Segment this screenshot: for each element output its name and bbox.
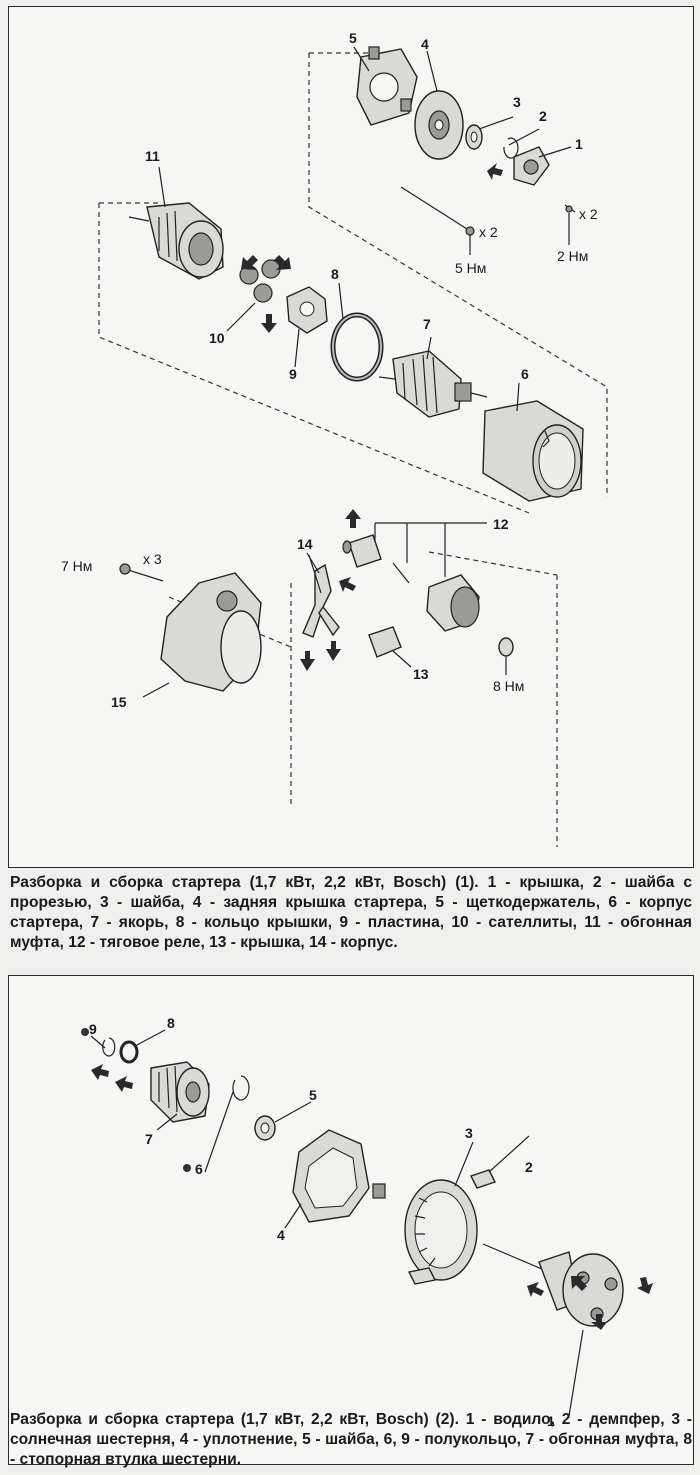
fig2-overrunning-clutch-part (150, 1061, 210, 1123)
fig2-label-4: 4 (277, 1227, 285, 1243)
fig1-label-3: 3 (513, 94, 521, 110)
seal-part (292, 1129, 370, 1223)
qty-mount-bolts: x 3 (143, 551, 162, 567)
fig1-label-11: 11 (145, 148, 160, 164)
figure-1-drawing: 5 4 3 2 1 11 8 7 6 10 9 12 14 13 15 x 2 … (61, 30, 608, 847)
fig1-label-13: 13 (413, 666, 429, 682)
figure-1-caption: Разборка и сборка стартера (1,7 кВт, 2,2… (10, 874, 692, 951)
fig2-label-2: 2 (525, 1159, 533, 1175)
fig2-label-1: 1 (547, 1413, 555, 1429)
figure-2-caption: Разборка и сборка стартера (1,7 кВт, 2,2… (10, 1411, 692, 1468)
fig1-label-7: 7 (423, 316, 431, 332)
torque-8nm: 8 Нм (493, 678, 524, 694)
figure-2-panel: 9 8 7 6 5 4 3 2 1 (8, 975, 694, 1465)
fig1-label-14: 14 (297, 536, 313, 552)
fig1-label-12: 12 (493, 516, 509, 532)
fig1-label-15: 15 (111, 694, 127, 710)
rear-cover-part (414, 90, 464, 160)
fork-part (302, 554, 340, 638)
figure-2-caption-block: Разборка и сборка стартера (1,7 кВт, 2,2… (10, 1410, 692, 1470)
small-cap-part (368, 626, 402, 658)
torque-5nm: 5 Нм (455, 260, 486, 276)
cover-ring-part (330, 312, 384, 382)
fig1-label-2: 2 (539, 108, 547, 124)
armature-part (378, 350, 488, 418)
fig2-label-8: 8 (167, 1015, 175, 1031)
fig2-label-6: 6 (195, 1161, 203, 1177)
plate-part (286, 286, 328, 334)
figure-2-drawing: 9 8 7 6 5 4 3 2 1 (81, 1015, 653, 1429)
drive-housing-part (160, 572, 262, 692)
qty-bolts: x 2 (579, 206, 598, 222)
figure-1-panel: 5 4 3 2 1 11 8 7 6 10 9 12 14 13 15 x 2 … (8, 6, 694, 868)
brush-holder-part (356, 46, 418, 126)
qty-cover-screws: x 2 (479, 224, 498, 240)
fig1-label-4: 4 (421, 36, 429, 52)
fig2-label-7: 7 (145, 1131, 153, 1147)
fig1-label-1: 1 (575, 136, 583, 152)
fig1-label-6: 6 (521, 366, 529, 382)
overrunning-clutch-part (128, 202, 224, 280)
starter-housing-part (482, 400, 584, 502)
torque-7nm: 7 Нм (61, 558, 92, 574)
fig1-label-10: 10 (209, 330, 225, 346)
torque-2nm: 2 Нм (557, 248, 588, 264)
fig1-label-5: 5 (349, 30, 357, 46)
assembly-arrows (241, 163, 503, 671)
cap-part (513, 146, 550, 186)
fig2-label-3: 3 (465, 1125, 473, 1141)
solenoid-part (342, 534, 480, 632)
fig1-label-8: 8 (331, 266, 339, 282)
fig1-label-9: 9 (289, 366, 297, 382)
planet-carrier-part (482, 1243, 624, 1327)
fig2-label-5: 5 (309, 1087, 317, 1103)
fig2-label-9: 9 (89, 1021, 97, 1037)
sun-gear-part (404, 1179, 478, 1281)
